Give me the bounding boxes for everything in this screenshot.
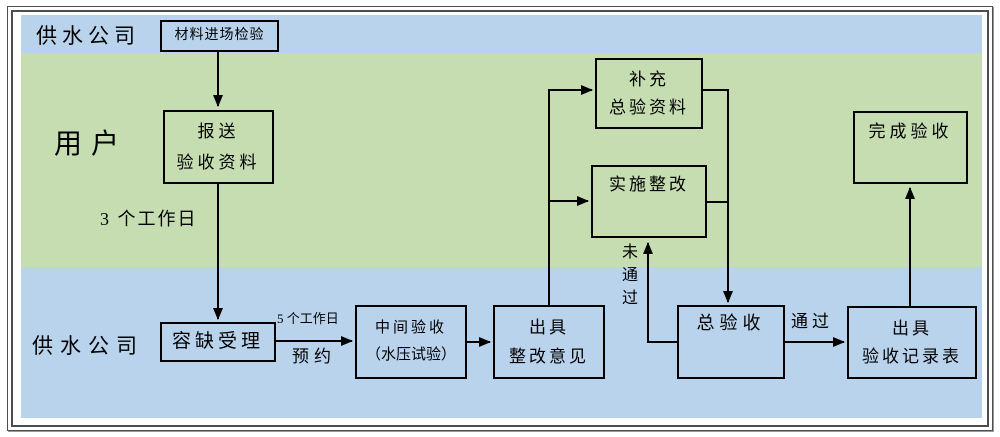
node-label: 整改意见	[509, 346, 589, 366]
edge-label-three-working-days: 3 个工作日	[100, 209, 198, 229]
node-material-inspection: 材料进场检验	[160, 20, 279, 52]
node-issue-acceptance-record: 出具 验收记录表	[847, 306, 977, 379]
lane-label-supplier-bottom: 供水公司	[32, 334, 144, 358]
edge-label-five-working-days: 5 个工作日	[277, 311, 339, 326]
edge-label-appointment: 预约	[292, 347, 336, 366]
lane-label-supplier-top: 供水公司	[36, 24, 140, 48]
node-tolerance-acceptance: 容缺受理	[160, 322, 276, 362]
node-final-acceptance: 总验收	[677, 305, 785, 379]
inner-frame	[11, 10, 989, 427]
node-label: 补充	[629, 69, 669, 89]
node-label: 出具	[529, 317, 569, 337]
node-label: 验收记录表	[862, 346, 962, 366]
lane-label-user: 用户	[54, 129, 129, 160]
edge-label-passed: 通过	[791, 312, 833, 331]
node-label: 容缺受理	[171, 331, 264, 353]
node-label: 中间验收	[374, 320, 447, 337]
node-label: 实施整改	[609, 175, 689, 194]
lane-user	[21, 53, 982, 267]
outer-frame	[7, 6, 993, 431]
node-intermediate-acceptance: 中间验收 （水压试验）	[355, 305, 467, 379]
edge-label-not-passed: 未通过	[619, 243, 636, 312]
node-label: 总验收	[696, 313, 766, 333]
node-complete-acceptance: 完成验收	[853, 111, 968, 184]
node-label: 报送	[197, 121, 240, 141]
node-label: 总验资料	[609, 97, 689, 117]
node-submit-acceptance-docs: 报送 验收资料	[163, 110, 274, 184]
node-label: 验收资料	[176, 152, 261, 172]
node-label: （水压试验）	[365, 346, 456, 363]
node-label: 出具	[892, 318, 932, 338]
node-issue-rectification-opinion: 出具 整改意见	[493, 305, 605, 379]
node-supplement-final-docs: 补充 总验资料	[595, 58, 703, 129]
node-label: 完成验收	[868, 122, 953, 141]
node-label: 材料进场检验	[174, 27, 265, 43]
node-implement-rectification: 实施整改	[591, 165, 707, 238]
